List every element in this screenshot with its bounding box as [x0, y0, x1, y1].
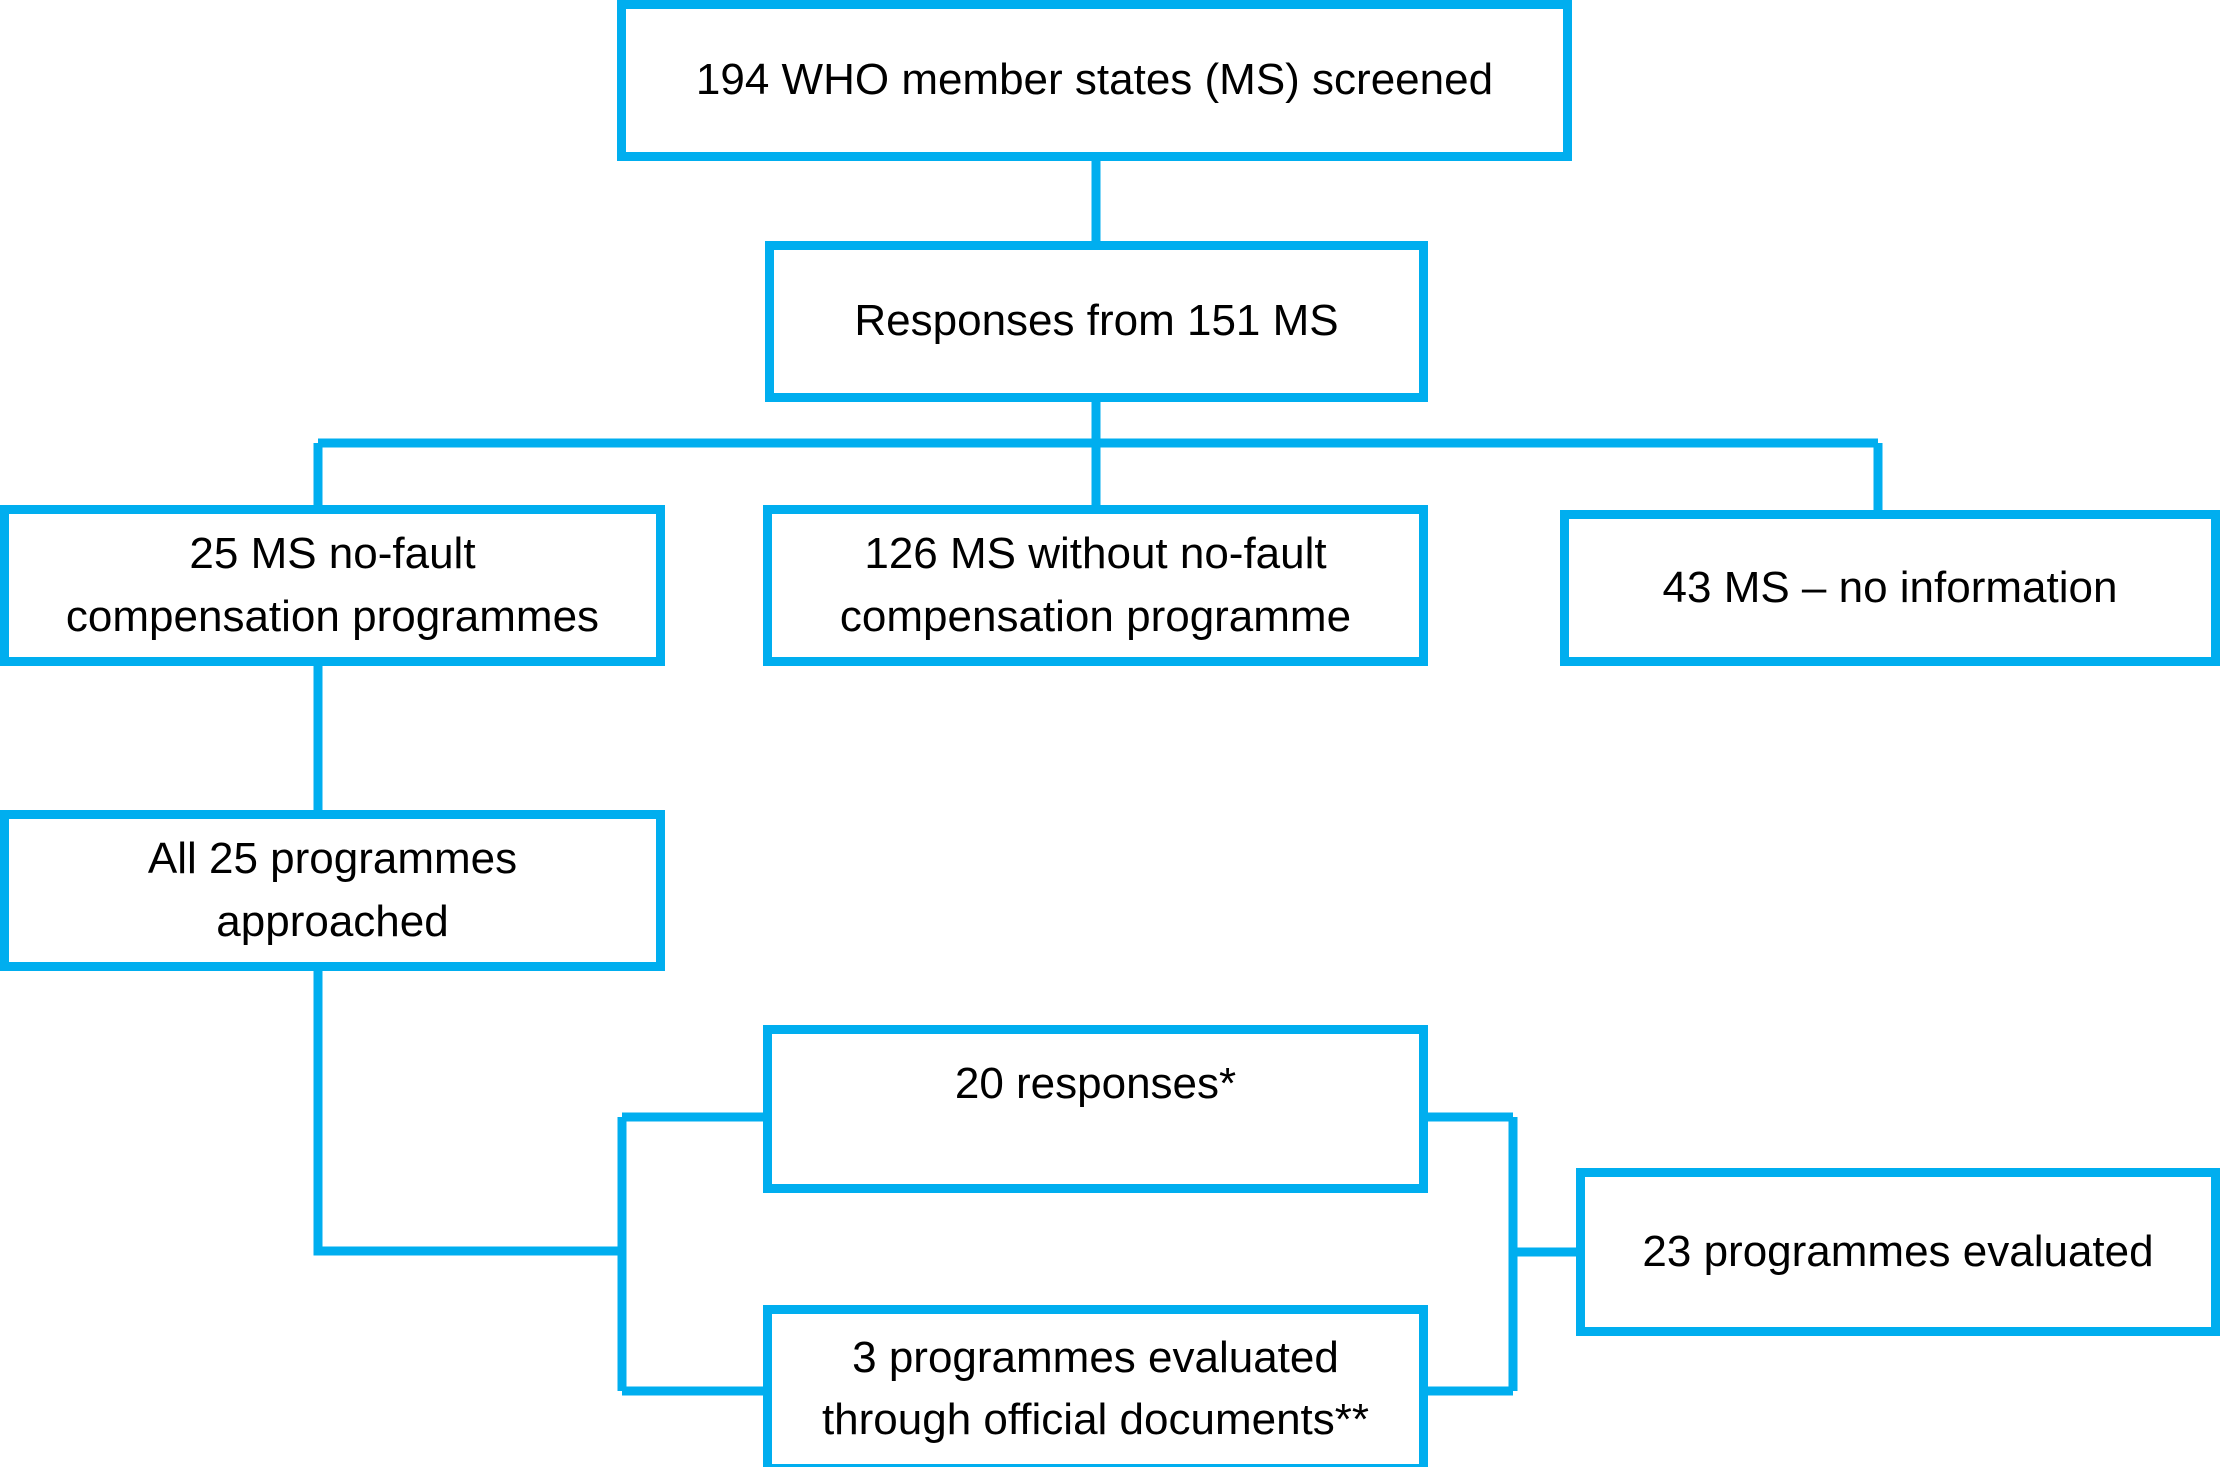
node-box-who-member-states-screened: [617, 0, 1572, 161]
node-box-responses-from-member-states: [765, 241, 1428, 402]
node-box-all-programmes-approached: [0, 810, 665, 971]
node-box-ms-no-information: [1560, 510, 2220, 666]
node-box-ms-without-no-fault-compensation-programme: [763, 505, 1428, 666]
node-box-programmes-evaluated-official-documents: [763, 1305, 1428, 1467]
connectors-layer: [313, 161, 1883, 1396]
connector-approached-to-split-bracket: [313, 971, 622, 1256]
node-box-programme-responses-received: [763, 1025, 1428, 1193]
node-box-programmes-evaluated-total: [1576, 1168, 2220, 1336]
node-box-ms-with-no-fault-compensation-programmes: [0, 505, 665, 666]
